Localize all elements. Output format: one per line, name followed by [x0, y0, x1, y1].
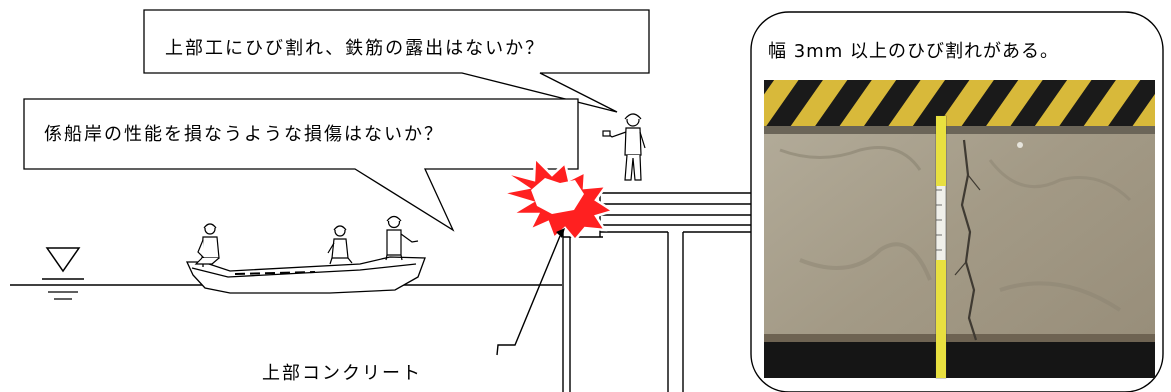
worker-boat-right [385, 215, 419, 261]
worker-boat-middle [327, 225, 353, 265]
top-speech-bubble [143, 9, 650, 113]
inspector-on-pier [602, 113, 646, 181]
top-callout-text: 上部工にひび割れ、鉄筋の露出はないか？ [165, 38, 546, 59]
concrete-label: 上部コンクリート [262, 363, 422, 384]
left-speech-bubble [23, 98, 579, 232]
water-level-symbol [42, 247, 84, 300]
leader-arrow [496, 228, 565, 356]
damage-burst-icon [501, 155, 616, 242]
pier-structure [562, 192, 752, 392]
photo-caption: 幅 3mm 以上のひび割れがある。 [768, 41, 1059, 62]
crack-photo [764, 80, 1155, 379]
boat [185, 256, 426, 294]
worker-boat-left [194, 223, 220, 265]
left-callout-text: 係船岸の性能を損なうような損傷はないか？ [44, 124, 444, 145]
